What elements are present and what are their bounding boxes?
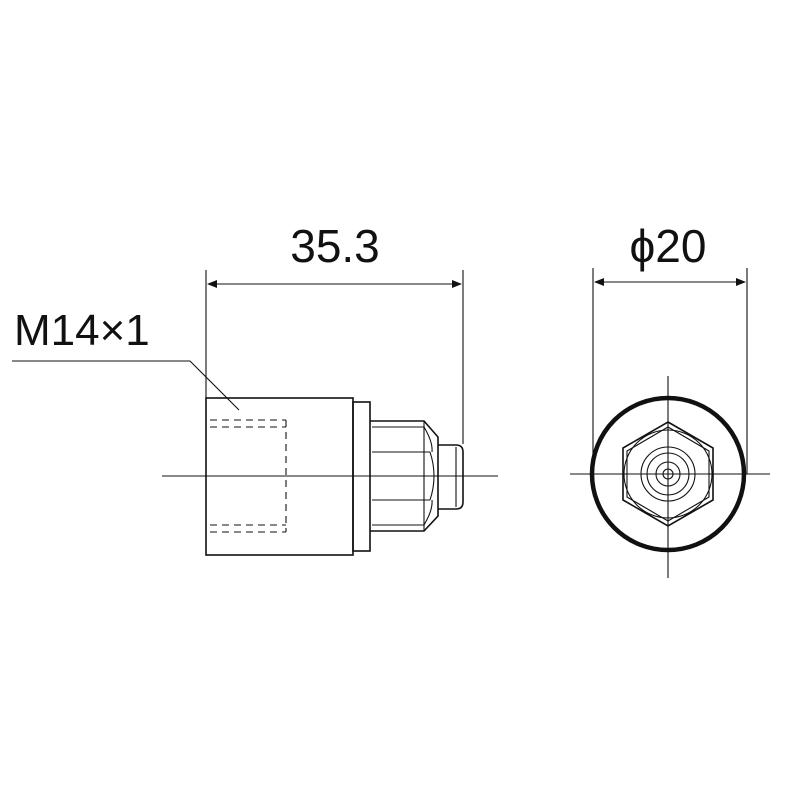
tip [438, 444, 464, 510]
length-dimension-label: 35.3 [290, 220, 380, 272]
diameter-dimension: ϕ20 [592, 220, 748, 474]
leader-line [12, 360, 240, 411]
end-view: ϕ20 [570, 220, 770, 578]
side-view: 35.3 M14×1 [12, 220, 498, 556]
diameter-dimension-label: ϕ20 [630, 220, 707, 272]
thread-callout-label: M14×1 [14, 306, 150, 355]
thread-callout: M14×1 [12, 306, 240, 411]
hidden-thread-lines [210, 419, 287, 533]
length-dimension: 35.3 [205, 220, 464, 444]
